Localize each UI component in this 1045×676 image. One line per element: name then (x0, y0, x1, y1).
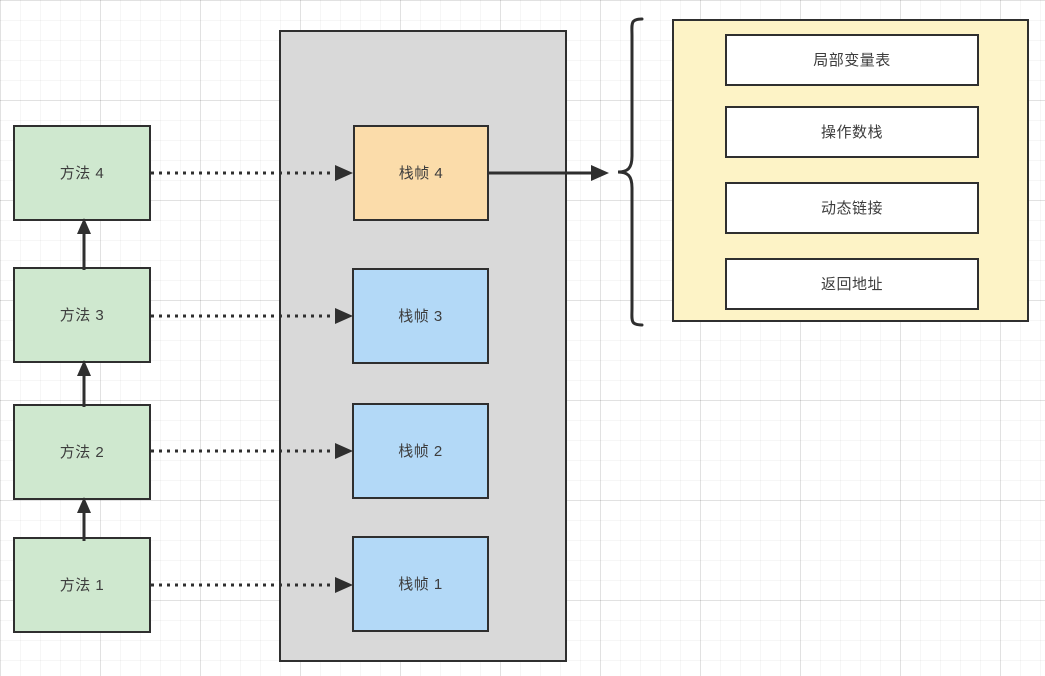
frame-detail-operand-stack[interactable]: 操作数栈 (725, 106, 979, 158)
frame-detail-local-variable-table[interactable]: 局部变量表 (725, 34, 979, 86)
frame-detail-operand-stack-label: 操作数栈 (820, 123, 883, 141)
method-box-3[interactable]: 方法 3 (13, 267, 151, 363)
frame-detail-local-variable-table-label: 局部变量表 (813, 51, 891, 69)
method-box-4-label: 方法 4 (59, 164, 105, 182)
stack-frame-box-2[interactable]: 栈帧 2 (352, 403, 489, 499)
stack-frame-box-1[interactable]: 栈帧 1 (352, 536, 489, 632)
stack-frame-box-2-label: 栈帧 2 (398, 442, 443, 460)
frame-detail-dynamic-linking[interactable]: 动态链接 (725, 182, 979, 234)
method-to-frame-arrow-3 (151, 305, 357, 327)
stack-frame-box-3-label: 栈帧 3 (398, 307, 443, 325)
method-to-frame-arrow-4 (151, 162, 357, 184)
stack-frame-box-1-label: 栈帧 1 (398, 575, 443, 593)
stack-frame-box-3[interactable]: 栈帧 3 (352, 268, 489, 364)
method-box-2-label: 方法 2 (59, 443, 105, 461)
stack-frame-box-4-label: 栈帧 4 (398, 164, 444, 182)
method-call-arrow-3-to-4 (72, 218, 96, 270)
method-box-2[interactable]: 方法 2 (13, 404, 151, 500)
method-box-4[interactable]: 方法 4 (13, 125, 151, 221)
frame-detail-return-address[interactable]: 返回地址 (725, 258, 979, 310)
method-call-arrow-2-to-3 (72, 360, 96, 407)
frame-expand-arrow (489, 162, 613, 184)
method-to-frame-arrow-1 (151, 574, 357, 596)
method-box-3-label: 方法 3 (59, 306, 105, 324)
stack-frame-box-4[interactable]: 栈帧 4 (353, 125, 489, 221)
method-box-1-label: 方法 1 (59, 576, 105, 594)
curly-brace (612, 14, 648, 330)
frame-detail-dynamic-linking-label: 动态链接 (820, 199, 883, 217)
method-box-1[interactable]: 方法 1 (13, 537, 151, 633)
frame-detail-return-address-label: 返回地址 (820, 275, 883, 293)
method-to-frame-arrow-2 (151, 440, 357, 462)
method-call-arrow-1-to-2 (72, 497, 96, 541)
